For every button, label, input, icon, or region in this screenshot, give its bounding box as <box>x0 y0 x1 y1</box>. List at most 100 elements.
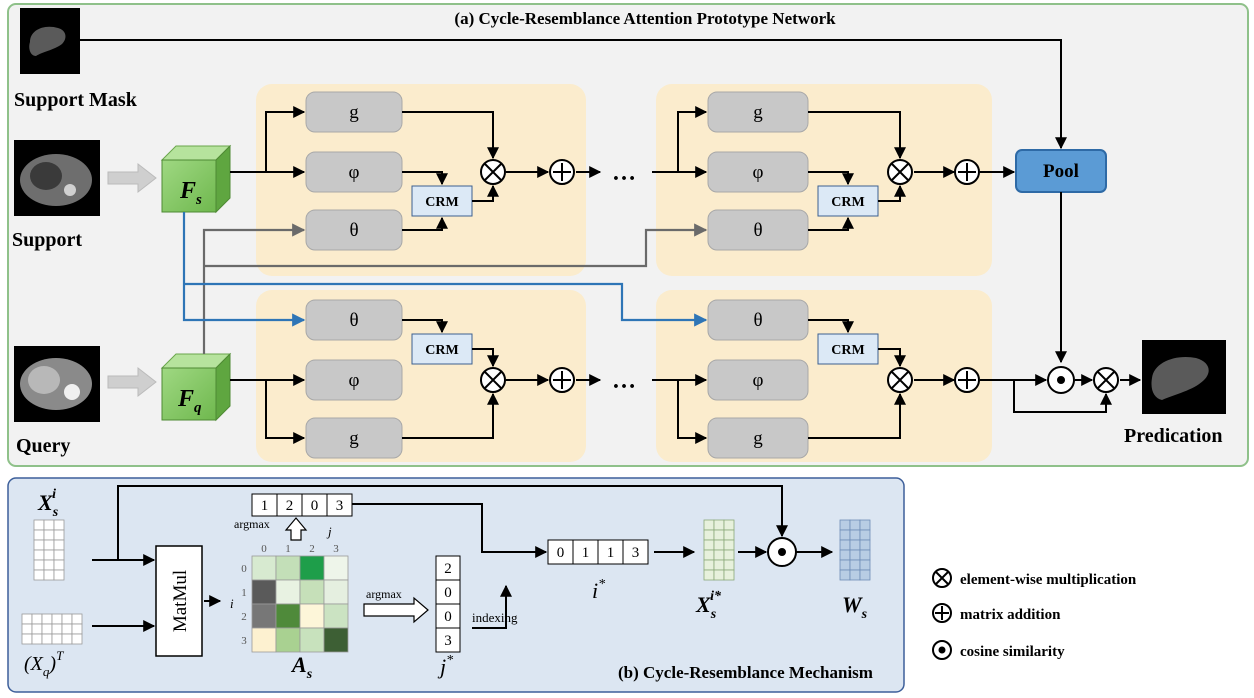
xs-istar-label: Xsi* <box>695 589 722 622</box>
ws-label: Ws <box>842 592 868 622</box>
matrix-cell <box>713 549 725 561</box>
matrix-cell <box>859 529 871 541</box>
g-module-label: g <box>753 428 763 449</box>
matrix-cell <box>43 549 55 561</box>
matrix-cell <box>849 569 861 581</box>
heatmap-cell <box>323 579 349 605</box>
as-heatmap <box>251 555 349 653</box>
matrix-cell <box>31 633 43 645</box>
phi-module <box>305 359 403 401</box>
j-axis-label: j <box>326 524 332 539</box>
up-arrow-icon <box>284 517 308 541</box>
matrix-cell <box>703 519 715 531</box>
fs-cube <box>160 144 232 214</box>
crm-box <box>411 185 473 217</box>
matrix-cell <box>859 559 871 571</box>
fq-label: Fq <box>177 386 202 416</box>
support-mask-shape <box>29 26 66 56</box>
support-input-arrow <box>107 162 157 194</box>
matrix-cell <box>43 519 55 531</box>
legend: element-wise multiplication matrix addit… <box>932 568 1137 660</box>
xs-i-matrix <box>33 519 65 581</box>
operators-a <box>480 159 1119 394</box>
matrix-cell <box>723 559 735 571</box>
support-ellipsis: … <box>612 160 636 186</box>
phi-module-label: φ <box>349 162 360 183</box>
query-image-liver <box>28 366 60 394</box>
matrix-cell <box>713 539 725 551</box>
matrix-cell <box>859 569 871 581</box>
matrix-cell <box>33 539 45 551</box>
query-label: Query <box>16 435 70 457</box>
matrix-cell <box>61 623 73 635</box>
istar-value: 1 <box>582 545 590 561</box>
cosine-legend-icon <box>932 640 952 660</box>
as-label: As <box>290 652 313 682</box>
argmax-value: 1 <box>261 498 269 514</box>
argmax-cell <box>326 493 353 517</box>
matrix-cell <box>713 569 725 581</box>
g-module-label: g <box>349 102 359 123</box>
support-label: Support <box>12 229 82 251</box>
theta-module-label: θ <box>753 310 762 331</box>
matrix-cell <box>849 549 861 561</box>
phi-module <box>707 359 809 401</box>
xs-i-label: Xsi <box>37 487 59 520</box>
phi-module-label: φ <box>349 370 360 391</box>
heatmap-cell <box>275 627 301 653</box>
matrix-cell <box>859 539 871 551</box>
matrix-cell <box>33 529 45 541</box>
argmax-right-label: argmax <box>366 587 402 601</box>
heatmap-cell <box>299 627 325 653</box>
matrix-cell <box>53 559 65 571</box>
row-tick: 2 <box>241 611 247 623</box>
matrix-cell <box>849 539 861 551</box>
query-ellipsis: … <box>612 368 636 394</box>
jstar-value: 0 <box>444 609 452 625</box>
legend-add-label: matrix addition <box>960 607 1061 623</box>
matrix-cell <box>849 529 861 541</box>
matrix-cell <box>723 569 735 581</box>
matrix-cell <box>33 569 45 581</box>
support-modules-1: g φ θ CRM <box>305 91 473 251</box>
row-tick: 1 <box>241 587 247 599</box>
istar-value: 3 <box>632 545 640 561</box>
crm-label: CRM <box>425 343 458 358</box>
matrix-cell <box>839 519 851 531</box>
matrix-cell <box>839 569 851 581</box>
matrix-cell <box>859 519 871 531</box>
prediction-label: Predication <box>1124 425 1223 447</box>
support-connections <box>80 39 1067 364</box>
matrix-cell <box>51 633 63 645</box>
matrix-cell <box>71 613 83 625</box>
matrix-cell <box>31 623 43 635</box>
matrix-cell <box>703 529 715 541</box>
matrix-cell <box>41 633 53 645</box>
matrix-cell <box>849 519 861 531</box>
matrix-cell <box>703 569 715 581</box>
matrix-cell <box>839 529 851 541</box>
theta-module-label: θ <box>349 220 358 241</box>
mult-icon <box>480 159 506 185</box>
jstar-label: j* <box>437 653 453 679</box>
crm-box <box>817 333 879 365</box>
theta-module-label: θ <box>349 310 358 331</box>
heatmap-cell <box>299 603 325 629</box>
query-block-2 <box>656 290 992 462</box>
heatmap-cell <box>299 579 325 605</box>
jstar-cell <box>435 627 461 653</box>
query-image-spot <box>64 384 80 400</box>
query-modules-1: θ φ g CRM <box>305 299 473 459</box>
istar-label: i* <box>592 577 605 603</box>
panel-a: (a) Cycle-Resemblance Attention Prototyp… <box>7 3 1249 467</box>
jstar-cell <box>435 603 461 629</box>
fs-label: Fs <box>179 178 202 208</box>
istar-value: 1 <box>607 545 615 561</box>
matrix-cell <box>41 613 53 625</box>
add-legend-icon <box>932 603 952 623</box>
row-tick: 0 <box>241 563 247 575</box>
heatmap-cell <box>299 555 325 581</box>
matrix-cell <box>43 529 55 541</box>
